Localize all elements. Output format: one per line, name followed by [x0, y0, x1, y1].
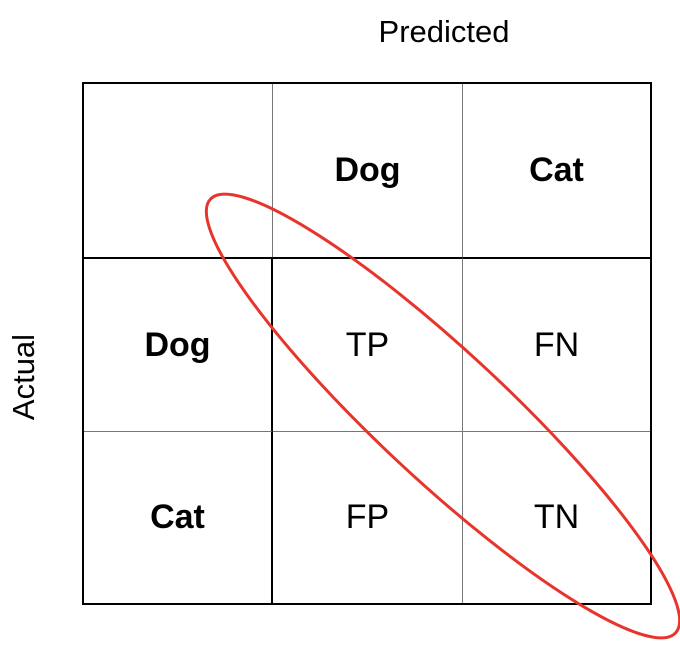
actual-axis-label: Actual: [6, 333, 41, 421]
predicted-dog-header: Dog: [273, 84, 463, 257]
confusion-matrix: Dog Cat Dog TP FN Cat FP TN: [82, 82, 652, 605]
false-positive-cell: FP: [273, 431, 463, 603]
corner-cell: [84, 84, 273, 257]
actual-cat-header: Cat: [84, 431, 273, 603]
true-positive-cell: TP: [273, 257, 463, 431]
actual-dog-header: Dog: [84, 257, 273, 431]
true-negative-cell: TN: [463, 431, 650, 603]
false-negative-cell: FN: [463, 257, 650, 431]
predicted-cat-header: Cat: [529, 151, 584, 189]
predicted-axis-label: Predicted: [378, 14, 510, 49]
